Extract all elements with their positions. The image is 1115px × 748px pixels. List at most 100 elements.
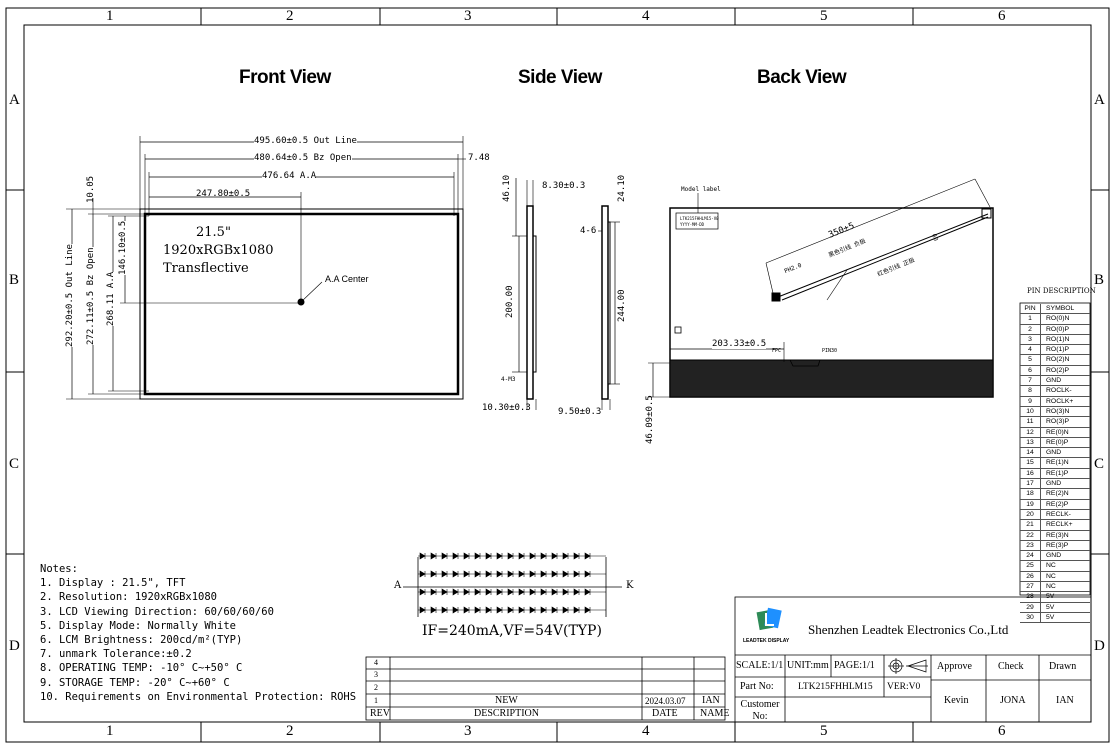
pin-number: 2 (1020, 324, 1041, 334)
row-label-b: B (9, 272, 20, 288)
pin-symbol: RO(1)N (1046, 335, 1070, 343)
pin-table-row: 15 RE(1)N (1020, 458, 1090, 469)
note-item: 10. Requirements on Environmental Protec… (40, 690, 357, 703)
col-label-2-bottom: 2 (286, 723, 294, 739)
pin-number: 28 (1020, 592, 1041, 602)
pin-number: 4 (1020, 345, 1041, 355)
row-label-a: A (9, 92, 20, 108)
panel-resolution: 1920xRGBx1080 (163, 243, 274, 258)
note-item: 7. unmark Tolerance:±0.2 (40, 648, 192, 661)
dim-back-bottom-height: 46.09±0.5 (645, 395, 655, 444)
dim-aa-width: 476.64 A.A (262, 171, 317, 181)
pin-number: 13 (1020, 437, 1041, 448)
version-field: VER:V0 (887, 682, 921, 692)
projection-symbol-icon (888, 658, 928, 674)
rev-mark-2: 2 (374, 683, 378, 692)
dim-side-left-tick: 4-M3 (501, 376, 516, 383)
pin-symbol: RO(2)P (1046, 366, 1070, 374)
pin-table-row: 7 GND (1020, 376, 1090, 387)
pin-symbol: RECLK+ (1046, 521, 1073, 529)
led-cathode-label: K (626, 580, 634, 591)
check-name: JONA (1000, 695, 1026, 706)
pin-symbol: RE(2)N (1046, 490, 1069, 498)
pin-symbol: RO(3)P (1046, 418, 1070, 426)
pin-number: 20 (1020, 509, 1041, 520)
dim-outline-height: 292.20±0.5 Out Line (65, 244, 75, 347)
col-label-3-bottom: 3 (464, 723, 472, 739)
pin-symbol: 5V (1046, 613, 1055, 621)
led-array-icon (418, 552, 607, 614)
pin-number: 5 (1020, 355, 1041, 365)
backlight-spec: IF=240mA,VF=54V(TYP) (422, 623, 602, 639)
rev-mark-1: 1 (374, 696, 378, 705)
col-label-2: 2 (286, 8, 294, 24)
row-label-c-right: C (1094, 456, 1105, 472)
pin-number: 26 (1020, 571, 1041, 582)
dim-half-width: 247.80±0.5 (196, 189, 251, 199)
pin-symbol: RE(1)N (1046, 459, 1069, 467)
scale-field: SCALE:1/1 (736, 660, 784, 671)
pin-number: 1 (1020, 314, 1041, 324)
pin-number: 7 (1020, 376, 1041, 386)
pin-symbol: GND (1046, 377, 1062, 385)
pin-symbol: RE(2)P (1046, 500, 1069, 508)
approve-name: Kevin (944, 695, 969, 706)
row-label-a-right: A (1094, 92, 1105, 108)
dim-side-right-screw: 4-6 (580, 226, 597, 236)
logo-text: LEADTEK DISPLAY (743, 638, 790, 644)
col-label-5: 5 (820, 8, 828, 24)
pin-number: 23 (1020, 540, 1041, 551)
dim-offset: 7.48 (468, 153, 490, 163)
fpc-label: FPC (772, 348, 782, 354)
pin-symbol: RO(2)N (1046, 356, 1070, 364)
col-label-1-bottom: 1 (106, 723, 114, 739)
pin-number: 24 (1020, 551, 1041, 561)
pin-symbol: RE(0)N (1046, 428, 1069, 436)
note-item: 3. LCD Viewing Direction: 60/60/60/60 (40, 605, 274, 618)
dim-bz-height: 272.11±0.5 Bz Open (86, 247, 96, 345)
pin-symbol: 5V (1046, 603, 1055, 611)
note-item: 1. Display : 21.5", TFT (40, 577, 186, 590)
pin-table-row: 29 5V (1020, 602, 1090, 613)
unit-field: UNIT:mm (787, 660, 829, 671)
check-header: Check (998, 661, 1024, 672)
dim-side-left-thick: 8.30±0.3 (542, 181, 586, 191)
dim-top-gap: 10.05 (86, 175, 96, 203)
note-item: 8. OPERATING TEMP: -10° C~+50° C (40, 662, 243, 675)
rev-header-name: NAME (700, 708, 730, 719)
side-view-drawing (512, 178, 620, 410)
rev-new: NEW (495, 695, 518, 706)
pin-number: 22 (1020, 530, 1041, 540)
pin-symbol: ROCLK- (1046, 387, 1072, 395)
dim-bz-width: 480.64±0.5 Bz Open (254, 153, 352, 163)
pin-table-row: 5 RO(2)N (1020, 355, 1090, 366)
pin-symbol: GND (1046, 480, 1062, 488)
pin-number: 14 (1020, 448, 1041, 458)
part-no-label: Part No: (740, 681, 774, 692)
pin-number: 17 (1020, 479, 1041, 489)
rev-header-date: DATE (652, 708, 678, 719)
dim-side-right-top: 24.10 (617, 174, 627, 202)
approve-header: Approve (937, 661, 972, 672)
pin-number: 29 (1020, 602, 1041, 612)
aa-center-label: A.A Center (325, 274, 369, 284)
model-label-caption: Model label (681, 186, 721, 193)
pin-symbol: NC (1046, 562, 1056, 570)
company-name: Shenzhen Leadtek Electronics Co.,Ltd (808, 622, 1009, 637)
drawn-header: Drawn (1049, 661, 1077, 672)
rev-mark-3: 3 (374, 670, 378, 679)
pin-number: 15 (1020, 458, 1041, 468)
